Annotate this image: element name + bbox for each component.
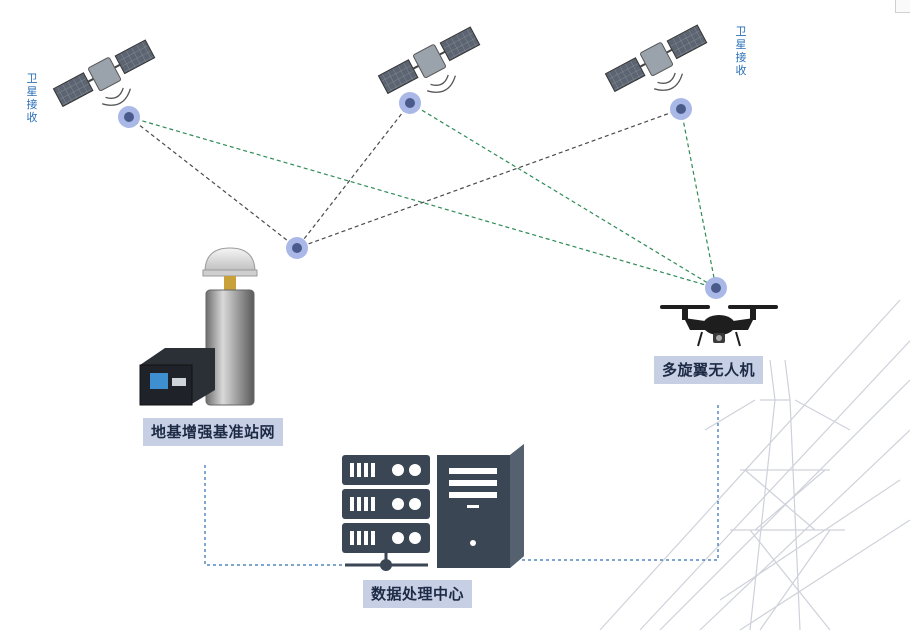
- signal-node: [399, 92, 421, 114]
- satellite-icon: [604, 24, 708, 93]
- signal-node: [670, 98, 692, 120]
- signal-node: [705, 277, 727, 299]
- server-rack-icon: [342, 455, 430, 571]
- gnss-links: [128, 102, 682, 249]
- signal-node: [286, 237, 308, 259]
- satellite-icon: [377, 26, 481, 95]
- rtk-links: [128, 102, 717, 289]
- base-station-label: 地基增强基准站网: [143, 418, 284, 446]
- satellite-icon: [52, 39, 156, 108]
- uav-label: 多旋翼无人机: [654, 356, 764, 384]
- data-center-label: 数据处理中心: [363, 580, 473, 608]
- data-links: [204, 405, 719, 566]
- power-tower-icon: [599, 299, 910, 631]
- satellite-receive-label: 卫星接收: [26, 72, 38, 124]
- drone-icon: [660, 305, 778, 347]
- signal-node: [118, 106, 140, 128]
- computer-tower-icon: [437, 444, 524, 568]
- gnss-antenna-icon: [202, 247, 258, 406]
- satellite-receive-label: 卫星接收: [735, 25, 747, 77]
- corner-handle: [895, 0, 910, 13]
- gnss-receiver-icon: [139, 348, 215, 406]
